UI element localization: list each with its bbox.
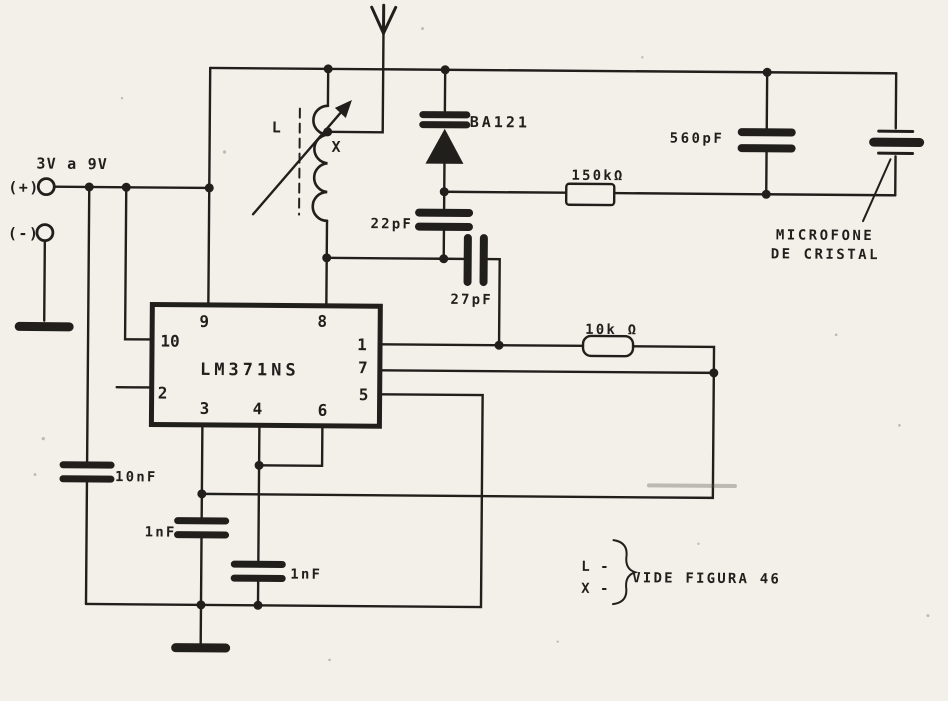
ic-body	[148, 301, 383, 429]
capacitor-22pf	[414, 208, 474, 231]
wires	[43, 32, 898, 646]
junction-dot	[84, 182, 94, 192]
junction-dot	[253, 600, 263, 610]
resistor-10k	[581, 334, 635, 358]
inductor-coil	[251, 100, 352, 223]
capacitor-1nf-a	[174, 517, 230, 539]
wire-coil-bottom-pin8	[325, 219, 329, 308]
ic-pin-1: 1	[357, 335, 367, 354]
capacitor-27pf	[463, 233, 488, 287]
microphone-label-line1: MICROFONE	[776, 227, 874, 244]
junction-dot	[439, 254, 449, 264]
note-text: VIDE FIGURA 46	[632, 570, 781, 587]
terminal-positive	[36, 177, 56, 197]
wire-pin3-upper	[200, 423, 204, 521]
varicap-label: BA121	[470, 113, 530, 131]
antenna-icon	[370, 3, 398, 37]
wire-lower-rail-right	[613, 191, 897, 197]
crystal-microphone-icon	[862, 129, 925, 223]
junction-dot	[439, 187, 449, 197]
c1n-a-label: 1nF	[145, 524, 177, 540]
supply-range-label: 3V a 9V	[36, 155, 108, 174]
junction-dot	[254, 460, 264, 470]
varicap-diode	[419, 111, 471, 164]
resistor-150k	[564, 182, 616, 207]
ic-pin-4: 4	[253, 399, 263, 418]
note-item-l: L -	[581, 559, 609, 575]
ic-pin-3: 3	[200, 399, 210, 418]
capacitor-1nf-b	[230, 560, 286, 583]
junction-dot	[121, 182, 131, 192]
wire-pin6-link	[257, 424, 324, 468]
junction-dot	[494, 340, 504, 350]
wire-c27-right-lead	[485, 257, 501, 347]
wire-pin1	[378, 343, 716, 375]
ic-pin-8: 8	[317, 312, 327, 331]
varicap-triangle	[425, 128, 464, 164]
coil-loops	[311, 104, 330, 223]
wire-c10n-bottom	[84, 479, 89, 606]
inductor-label: L	[272, 118, 283, 136]
mic-pointer-line	[862, 158, 892, 223]
junction-dots	[84, 64, 772, 610]
wire-antenna-feed	[326, 32, 385, 134]
r10k-label: 10k Ω	[585, 322, 638, 338]
ic-pin-6: 6	[318, 401, 328, 420]
labels: 3V a 9V (+) (-) L X BA121 22pF 27pF 150k…	[8, 113, 880, 597]
junction-dot	[204, 183, 214, 193]
ic-pin-5: 5	[359, 385, 369, 404]
junction-dot	[709, 368, 719, 378]
junction-dot	[323, 127, 333, 137]
paper-specks	[33, 27, 930, 662]
wire-tank-link	[325, 256, 445, 260]
note-item-x: X -	[581, 581, 609, 597]
wire-pin10	[123, 186, 154, 341]
wire-pin7	[378, 369, 716, 375]
ic-pin-7: 7	[358, 358, 368, 377]
c10n-label: 10nF	[115, 469, 158, 485]
negative-terminal-label: (-)	[8, 224, 40, 242]
c1n-b-label: 1nF	[290, 567, 322, 583]
ic-part-label: LM371NS	[200, 360, 300, 381]
junction-dot	[762, 67, 772, 77]
c22-label: 22pF	[370, 216, 413, 232]
positive-terminal-label: (+)	[8, 178, 40, 196]
wire-top-rail	[209, 66, 898, 75]
junction-dot	[196, 600, 206, 610]
wire-pin5-bottom-rail	[84, 393, 484, 609]
junction-dot	[322, 253, 332, 263]
wire-negative-ground	[43, 239, 47, 322]
antenna-arms	[370, 5, 398, 37]
capacitor-10nf	[59, 461, 115, 483]
wire-pin3-lower	[199, 535, 203, 646]
c560-label: 560pF	[670, 131, 725, 147]
wire-feedback-return	[200, 371, 716, 500]
ic-pin-9: 9	[199, 312, 209, 331]
capacitor-560pf	[737, 128, 796, 153]
junction-dot	[197, 489, 207, 499]
wire-c10n-top	[85, 185, 91, 465]
trimmer-label: X	[332, 138, 343, 156]
note-brace	[612, 539, 639, 606]
wire-supply-rail	[53, 185, 211, 190]
junction-dot	[761, 189, 771, 199]
junction-dot	[323, 64, 333, 74]
wire-lower-rail-left	[443, 190, 568, 194]
microphone-label-line2: DE CRISTAL	[771, 246, 880, 263]
ic-pin-10: 10	[160, 332, 179, 351]
terminal-negative	[35, 223, 55, 243]
ic-pin-2: 2	[158, 384, 168, 403]
wire-pin4-upper	[257, 424, 261, 564]
trimmer-arrow-shaft	[251, 107, 346, 216]
c27-label: 27pF	[450, 292, 493, 308]
junction-dot	[440, 65, 450, 75]
r150k-label: 150kΩ	[571, 168, 624, 184]
trimmer-arrow-head	[334, 100, 352, 118]
